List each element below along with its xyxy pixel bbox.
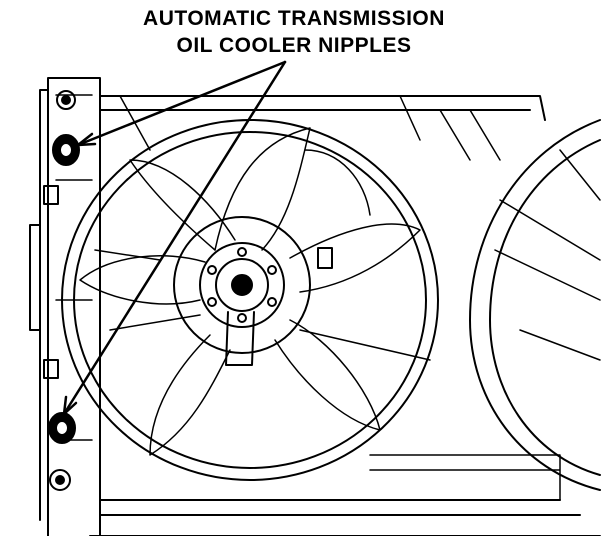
main-fan-ring	[61, 119, 439, 481]
callout-leader-lines	[62, 60, 287, 416]
fan-motor-hub	[173, 216, 333, 366]
callout-label-line-2: OIL COOLER NIPPLES	[176, 34, 412, 57]
fan-blades	[79, 127, 431, 456]
fan-shroud-frame	[89, 95, 601, 536]
oil-cooler-nipple-lower	[48, 412, 76, 444]
radiator-tank	[29, 77, 101, 536]
oil-cooler-nipple-upper	[52, 134, 80, 166]
callout-label-line-1: AUTOMATIC TRANSMISSION	[143, 7, 445, 30]
secondary-fan	[469, 119, 601, 491]
